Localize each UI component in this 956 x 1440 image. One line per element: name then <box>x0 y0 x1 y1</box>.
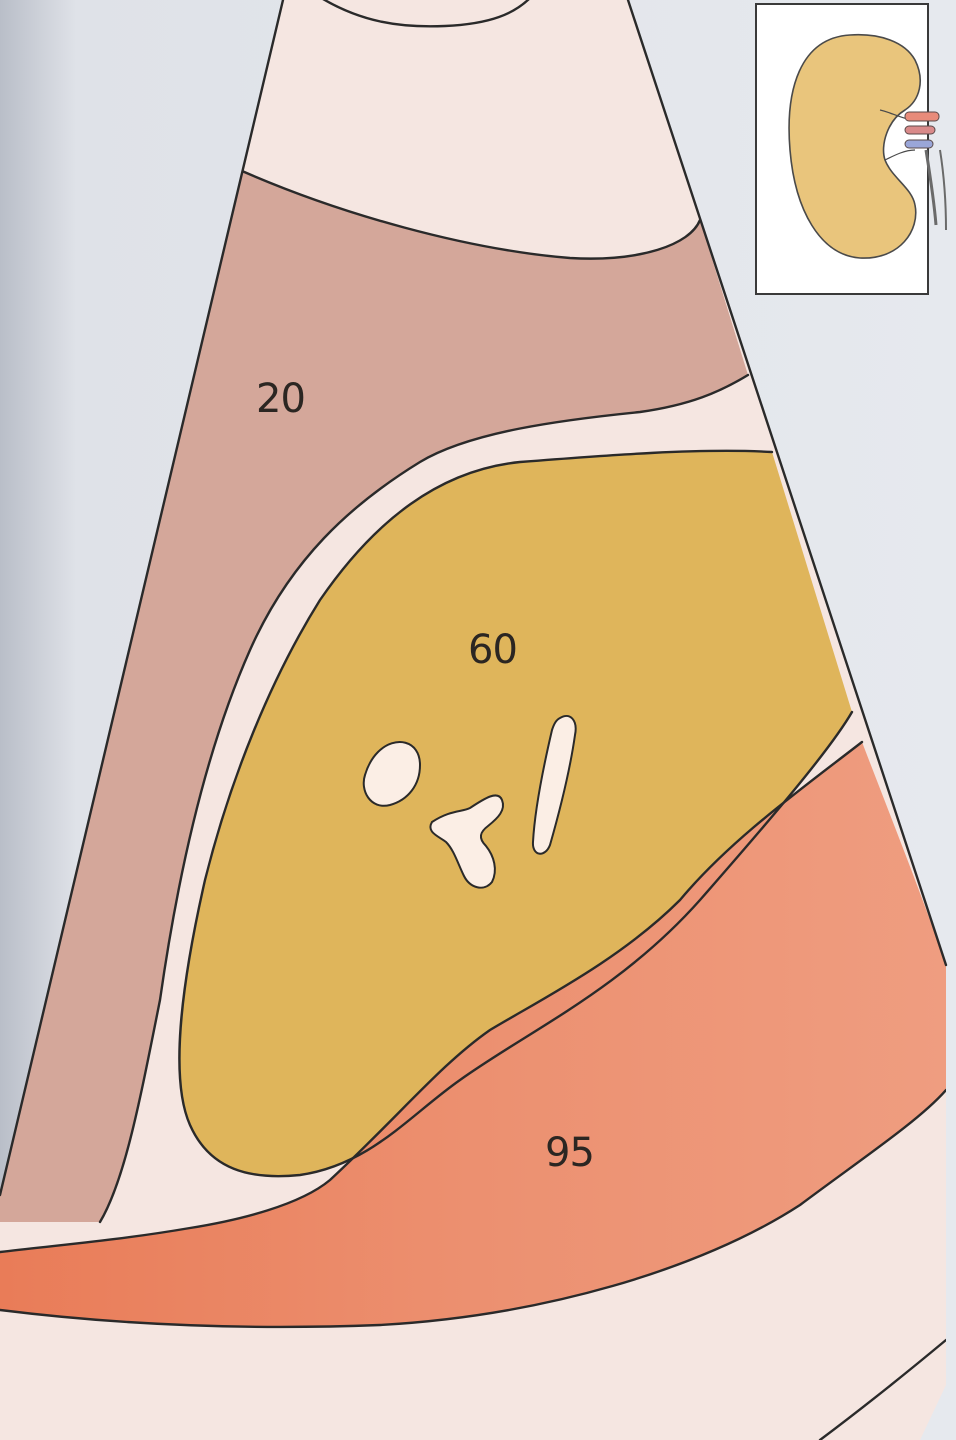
inset-kidney-panel <box>756 4 946 294</box>
label-lower-region: 95 <box>545 1130 594 1176</box>
label-middle-region: 60 <box>468 627 517 673</box>
label-upper-region: 20 <box>256 376 305 422</box>
